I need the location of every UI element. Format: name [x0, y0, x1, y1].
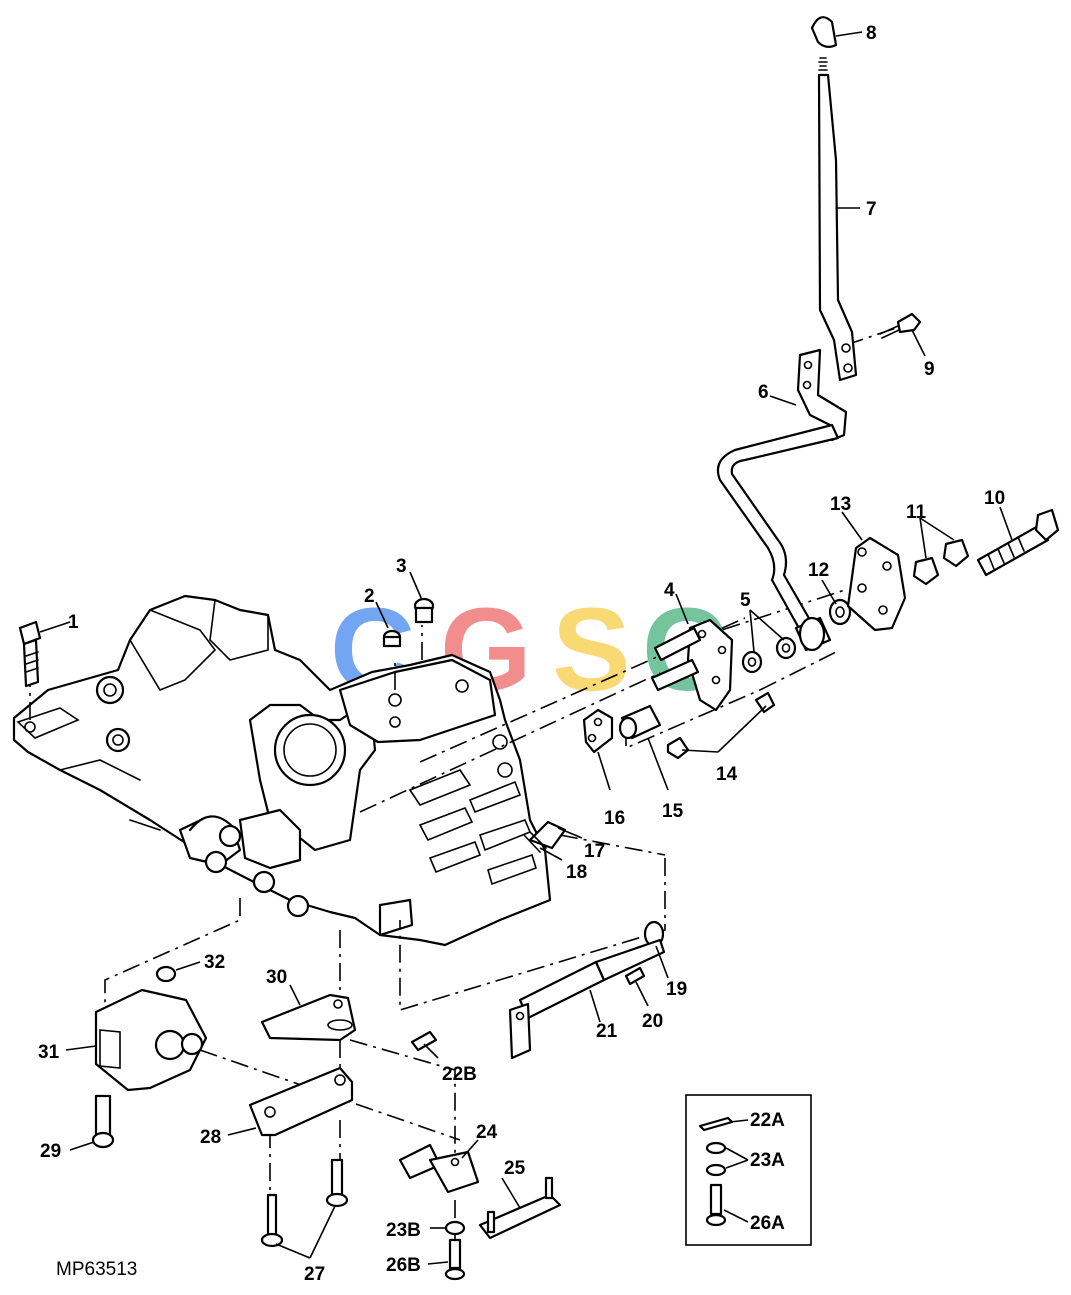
callout-28: 28	[200, 1127, 221, 1148]
linkage-small-parts	[582, 618, 797, 760]
callout-10: 10	[984, 488, 1005, 509]
legend-label-22a: 22A	[750, 1110, 785, 1131]
callout-21: 21	[596, 1021, 618, 1042]
callout-23b: 23B	[386, 1220, 421, 1241]
callout-5: 5	[740, 590, 751, 611]
callout-12: 12	[808, 560, 829, 581]
leader-lines	[39, 31, 1013, 1265]
bolt-9	[879, 312, 922, 339]
callout-24: 24	[476, 1122, 498, 1143]
plate-and-fasteners	[828, 508, 1060, 632]
callout-8: 8	[866, 23, 877, 44]
callout-11: 11	[906, 502, 927, 523]
callout-15: 15	[662, 801, 684, 822]
valve-block-group	[91, 965, 208, 1149]
callout-22b: 22B	[442, 1064, 477, 1085]
callout-13: 13	[830, 494, 851, 515]
legend-box: 22A 23A 26A	[685, 1094, 812, 1246]
callout-7: 7	[866, 199, 877, 220]
callout-25: 25	[504, 1158, 526, 1179]
callout-31: 31	[38, 1042, 60, 1063]
callout-17: 17	[584, 841, 605, 862]
callout-9: 9	[924, 359, 935, 380]
callout-26b: 26B	[386, 1255, 421, 1276]
figure-id: MP63513	[56, 1259, 137, 1280]
callout-6: 6	[758, 382, 769, 403]
callout-4: 4	[664, 580, 675, 601]
callout-20: 20	[642, 1011, 663, 1032]
callout-19: 19	[666, 979, 687, 1000]
lower-linkage-group	[248, 993, 562, 1281]
callout-27: 27	[304, 1264, 325, 1285]
control-lever	[810, 16, 858, 382]
callout-14: 14	[716, 764, 738, 785]
callout-16: 16	[604, 808, 625, 829]
callout-2: 2	[364, 586, 375, 607]
callout-3: 3	[396, 556, 407, 577]
callout-29: 29	[40, 1141, 61, 1162]
shift-shaft-assembly	[716, 348, 848, 652]
top-fasteners	[18, 597, 435, 688]
callout-30: 30	[266, 967, 287, 988]
legend-label-26a: 26A	[750, 1213, 785, 1234]
callout-1: 1	[68, 612, 79, 633]
shaft-and-seals	[508, 820, 666, 1060]
callout-18: 18	[566, 862, 587, 883]
watermark-letter-3: S	[552, 584, 631, 716]
watermark: C G S C	[330, 584, 727, 716]
callout-32: 32	[204, 952, 225, 973]
transmission-housing	[12, 594, 552, 947]
legend-label-23a: 23A	[750, 1150, 785, 1171]
callout-labels: 1 2 3 4 5 6 7 8 9 10 11 12 13 14 15 16 1…	[38, 23, 1005, 1285]
